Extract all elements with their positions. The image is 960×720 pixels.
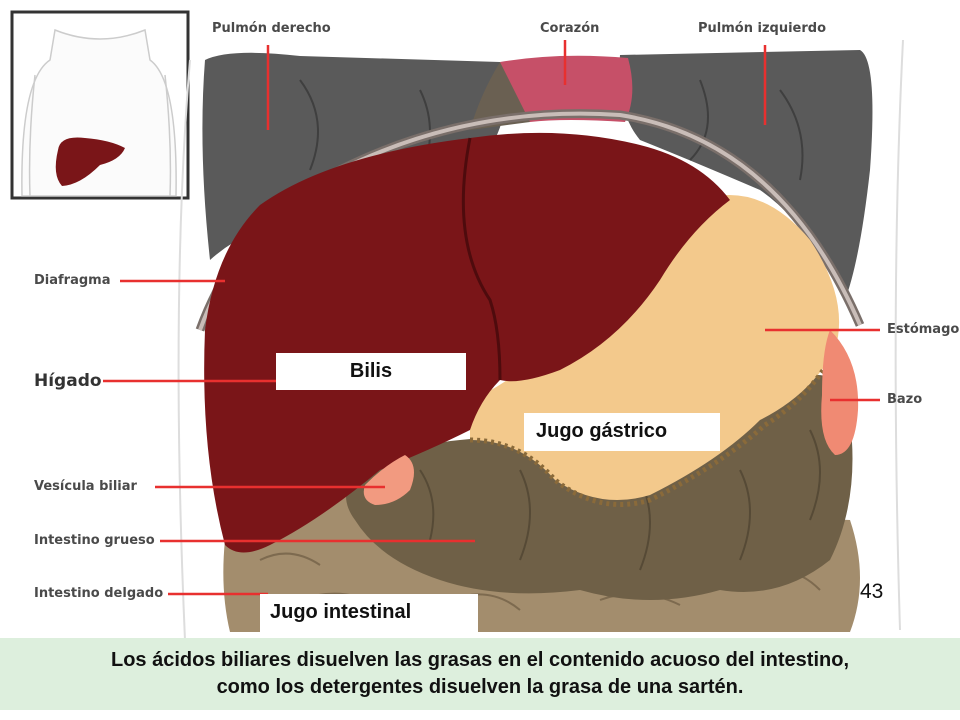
heart [500,55,633,122]
caption-line-2: como los detergentes disuelven la grasa … [216,676,744,698]
stomach-rugae [469,358,833,507]
inset-liver-shape [55,137,125,186]
label-left-lung: Pulmón izquierdo [698,21,827,36]
label-large-intestine: Intestino grueso [34,533,155,548]
liver [204,132,730,553]
label-diaphragm: Diafragma [34,273,111,288]
intestinal-juice-callout: Jugo intestinal [260,594,478,632]
label-liver: Hígado [34,371,102,391]
label-stomach: Estómago [887,322,960,337]
label-heart: Corazón [540,21,600,36]
spleen [821,330,859,455]
label-gallbladder: Vesícula biliar [34,479,137,494]
label-right-lung: Pulmón derecho [212,21,331,36]
bile-callout: Bilis [276,353,466,390]
caption-line-1: Los ácidos biliares disuelven las grasas… [111,649,849,671]
gastric-juice-callout: Jugo gástrico [524,413,720,451]
gallbladder [363,455,414,505]
label-small-intestine: Intestino delgado [34,586,164,601]
page-number: 43 [860,580,884,603]
caption: Los ácidos biliares disuelven las grasas… [0,638,960,710]
label-spleen: Bazo [887,392,923,407]
torso-inset [10,10,190,200]
pointer-lines [103,40,880,596]
